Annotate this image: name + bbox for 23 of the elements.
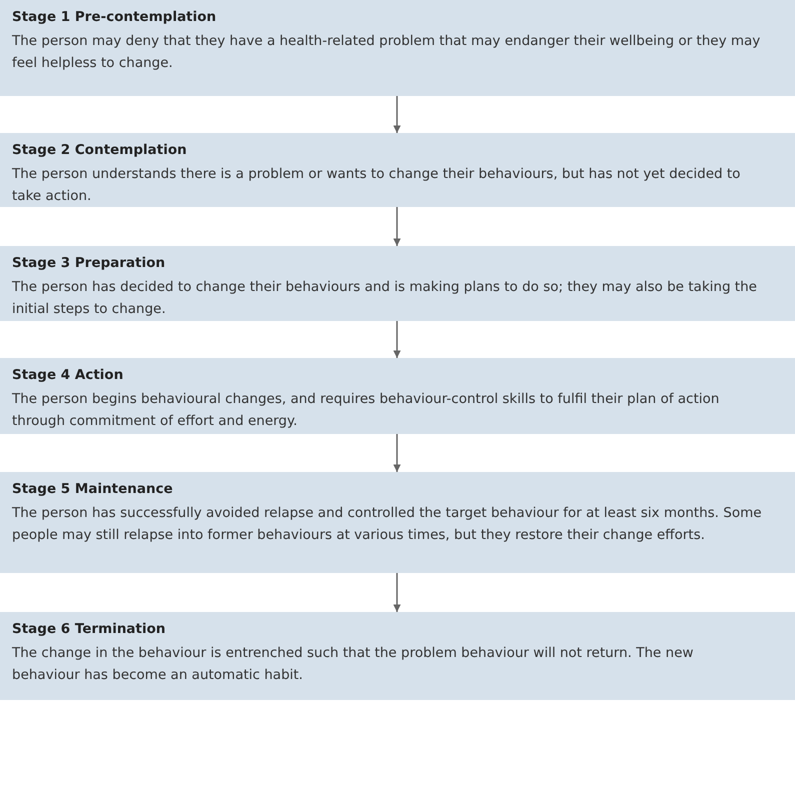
stage-heading: Stage 6 Termination bbox=[12, 620, 167, 639]
stage-box bbox=[0, 612, 795, 700]
arrow bbox=[393, 573, 401, 612]
stage-box bbox=[0, 358, 795, 434]
stage-description: The person understands there is a problem or wants to change their behaviours, but has not yet decided to take action. bbox=[12, 165, 742, 206]
stage-heading: Stage 5 Maintenance bbox=[12, 480, 174, 499]
arrow bbox=[393, 96, 401, 133]
stage-description: The person has successfully avoided relapse and controlled the target behaviour for at least six months. Some people may still relapse into former behaviours at various times, but they restore their change efforts. bbox=[12, 504, 763, 545]
stage-description: The person may deny that they have a health-related problem that may endanger their wellbeing or they may feel helpless to change. bbox=[12, 32, 762, 73]
stage-box bbox=[0, 133, 795, 207]
arrow bbox=[393, 434, 401, 472]
stage-heading: Stage 4 Action bbox=[12, 366, 124, 385]
arrow bbox=[393, 321, 401, 358]
arrow bbox=[393, 207, 401, 246]
stage-heading: Stage 3 Preparation bbox=[12, 254, 166, 273]
stage-heading: Stage 1 Pre-contemplation bbox=[12, 8, 218, 27]
stage-description: The person begins behavioural changes, and requires behaviour-control skills to fulfil their plan of action through commitment of effort and energy. bbox=[12, 390, 720, 431]
stage-description: The person has decided to change their behaviours and is making plans to do so; they may also be taking the initial steps to change. bbox=[12, 278, 758, 319]
stage-description: The change in the behaviour is entrenched such that the problem behaviour will not return. The new behaviour has become an automatic habit. bbox=[12, 644, 694, 685]
stage-box bbox=[0, 0, 795, 96]
stage-heading: Stage 2 Contemplation bbox=[12, 141, 188, 160]
stage-box bbox=[0, 472, 795, 573]
stage-box bbox=[0, 246, 795, 321]
